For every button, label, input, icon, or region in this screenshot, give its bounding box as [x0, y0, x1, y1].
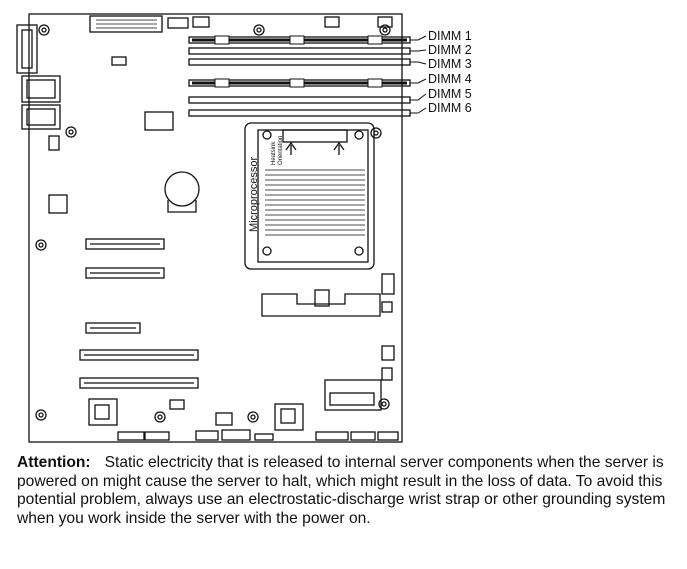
- power-connector: [89, 15, 210, 33]
- dimm-slot-2: [188, 47, 411, 55]
- attention-notice: Attention:Static electricity that is rel…: [17, 454, 677, 528]
- microprocessor-label: Microprocessor: [248, 156, 260, 232]
- dimm-slot-5: [188, 96, 411, 104]
- dimm-slot-6: [188, 109, 411, 117]
- rear-connectors: [16, 24, 61, 130]
- attention-body: Static electricity that is released to i…: [17, 454, 666, 527]
- attention-heading: Attention:: [17, 454, 91, 471]
- heatsink-label-line2: Orientation: [278, 136, 284, 165]
- pci-slot-4: [79, 349, 199, 361]
- battery: [164, 171, 200, 213]
- dimm-label-2: DIMM 2: [428, 43, 472, 57]
- dimm-label-5: DIMM 5: [428, 87, 472, 101]
- pci-slot-1: [85, 238, 165, 250]
- dimm-label-4: DIMM 4: [428, 72, 472, 86]
- system-board-outline: [28, 13, 403, 443]
- system-board-diagram: DIMM 1 DIMM 2 DIMM 3 DIMM 4 DIMM 5 DIMM …: [16, 13, 472, 443]
- pci-slot-5: [79, 377, 199, 389]
- dimm-slot-3: [188, 58, 411, 66]
- mounting-holes: [35, 24, 391, 423]
- dimm-label-1: DIMM 1: [428, 29, 472, 43]
- dimm-label-6: DIMM 6: [428, 101, 472, 115]
- microprocessor: [244, 122, 375, 270]
- dimm-labels: DIMM 1 DIMM 2 DIMM 3 DIMM 4 DIMM 5 DIMM …: [428, 29, 472, 115]
- dimm-label-3: DIMM 3: [428, 57, 472, 71]
- pci-slot-2: [85, 267, 165, 279]
- pci-slot-3: [85, 322, 141, 334]
- heatsink-label-line1: Heatsink: [271, 141, 277, 165]
